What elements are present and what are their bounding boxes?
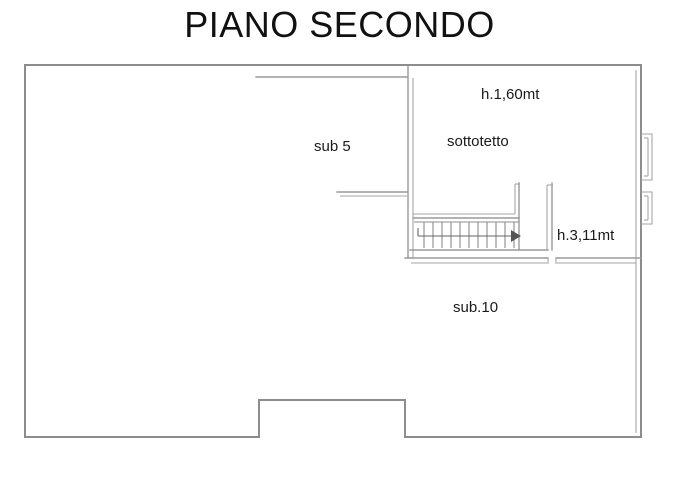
stair-direction-arrow-icon [417,228,521,242]
room-label-sottotetto: sottotetto [447,133,509,150]
exterior-wall-outline [24,64,642,438]
room-label-sub10: sub.10 [453,299,499,316]
height-label-stairwell: h.3,11mt [557,227,615,244]
stairwell-wall-upper [412,182,520,219]
height-label-attic: h.1,60mt [481,86,540,103]
room-label-sub5: sub 5 [314,138,351,155]
window-bay-upper-icon [641,133,653,181]
page-title: PIANO SECONDO [184,4,495,45]
window-bay-lower-icon [641,191,653,225]
staircase [414,221,519,248]
